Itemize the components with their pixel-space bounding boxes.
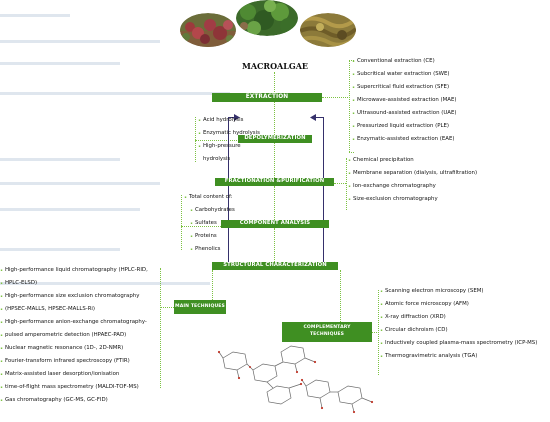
list-item: Phenolics (190, 243, 235, 256)
complementary-bracket (378, 290, 379, 375)
list-item: Acid hydrolysis (198, 114, 260, 127)
connector-component-structural (274, 228, 275, 262)
list-item: Pressurized liquid extraction (PLE) (352, 120, 456, 133)
main-techniques-list: High-performance liquid chromatography (… (0, 264, 148, 407)
complementary-techniques-list: Scanning electron microscopy (SEM) Atomi… (380, 285, 537, 363)
list-item: Thermogravimetric analysis (TGA) (380, 350, 537, 363)
complementary-label-1: COMPLEMENTARY (303, 325, 351, 331)
fractionation-methods-list: Chemical precipitation Membrane separati… (348, 154, 477, 206)
connector-depolymerization-fractionation (274, 143, 275, 178)
structural-characterization-box: STRUCTURAL CHARACTERIZATION (212, 262, 338, 270)
list-item: Sulfates (190, 217, 235, 230)
list-item: Microwave-assisted extraction (MAE) (352, 94, 456, 107)
depolymerization-methods-list: Acid hydrolysis Enzymatic hydrolysis Hig… (198, 114, 260, 153)
list-item: Scanning electron microscopy (SEM) (380, 285, 537, 298)
list-item: Supercritical fluid extraction (SFE) (352, 81, 456, 94)
component-bracket (181, 195, 182, 250)
feedback-line-right-top (312, 117, 323, 119)
complementary-techniques-box: COMPLEMENTARY TECHNIQUES (282, 322, 372, 342)
connector-fractionation-component (274, 186, 275, 220)
list-item: Circular dichroism (CD) (380, 324, 537, 337)
list-item: Subcritical water extraction (SWE) (352, 68, 456, 81)
list-item: HPLC-ELSD) (0, 277, 148, 290)
list-item: Conventional extraction (CE) (352, 55, 456, 68)
extraction-connector (322, 97, 350, 98)
list-item: Enzymatic-assisted extraction (EAE) (352, 133, 456, 146)
list-item: High-performance anion-exchange chromato… (0, 316, 148, 329)
extraction-box: EXTRACTION (212, 93, 322, 102)
component-analysis-header: Total content of: (184, 191, 235, 204)
arrow-head-right (310, 114, 316, 121)
extraction-bracket-bottom (349, 152, 354, 153)
list-item: Atomic force microscopy (AFM) (380, 298, 537, 311)
depolymerization-box: DEPOLYMERIZATION (238, 135, 312, 143)
main-techniques-bracket (160, 268, 161, 388)
list-item: High-pressure (198, 140, 260, 153)
list-item: Size-exclusion chromatography (348, 193, 477, 206)
extraction-bracket (349, 60, 350, 152)
main-techniques-box: MAIN TECHNIQUES (174, 300, 226, 314)
polysaccharide-structure-left (217, 345, 317, 405)
list-item: Ion-exchange chromatography (348, 180, 477, 193)
list-item: Gas chromatography (GC-MS, GC-FID) (0, 394, 148, 407)
main-techniques-connector (160, 307, 174, 308)
list-item: High-performance liquid chromatography (… (0, 264, 148, 277)
structural-complementary-connector (340, 270, 341, 322)
list-item: (HPSEC-MALLS, HPSEC-MALLS-Ri) (0, 303, 148, 316)
list-item: pulsed amperometric detection (HPAEC-PAD… (0, 329, 148, 342)
list-item: X-ray diffraction (XRD) (380, 311, 537, 324)
list-item: Ultrasound-assisted extraction (UAE) (352, 107, 456, 120)
list-item: Carbohydrates (190, 204, 235, 217)
macroalgae-photo-red (180, 13, 236, 47)
list-item: Proteins (190, 230, 235, 243)
extraction-methods-list: Conventional extraction (CE) Subcritical… (352, 55, 456, 146)
fractionation-box: FRACTIONATION &PURIFICATION (215, 178, 334, 186)
list-item: Fourier-transform infrared spectroscopy … (0, 355, 148, 368)
list-item: Membrane separation (dialysis, ultrafilt… (348, 167, 477, 180)
list-item: Matrix-assisted laser desorption/ionisat… (0, 368, 148, 381)
list-item: Inductively coupled plasma-mass spectrom… (380, 337, 537, 350)
polysaccharide-structure-right (300, 378, 374, 414)
connector-title-extraction (274, 72, 275, 94)
list-item: Enzymatic hydrolysis (198, 127, 260, 140)
fractionation-connector (334, 183, 346, 184)
diagram-title: MACROALGAE (241, 61, 308, 71)
complementary-connector (372, 332, 379, 333)
connector-extraction-depolymerization (274, 102, 275, 135)
list-item: time-of-flight mass spectrometry (MALDI-… (0, 381, 148, 394)
component-analysis-box: COMPONENT ANALYSIS (221, 220, 329, 228)
structural-main-connector (212, 270, 213, 300)
depolymerization-bracket (195, 117, 196, 162)
list-item: Nuclear magnetic resonance (1D-, 2D-NMR) (0, 342, 148, 355)
macroalgae-photo-green (236, 0, 298, 36)
list-item: High-performance size exclusion chromato… (0, 290, 148, 303)
feedback-line-right (323, 117, 325, 266)
list-item: Chemical precipitation (348, 154, 477, 167)
fractionation-bracket (346, 158, 347, 210)
high-pressure-continuation: hydrolysis (203, 156, 231, 162)
component-analysis-list: Total content of: Carbohydrates Sulfates… (184, 191, 235, 256)
complementary-label-2: TECHNIQUES (309, 332, 345, 337)
macroalgae-photo-brown (300, 13, 356, 47)
